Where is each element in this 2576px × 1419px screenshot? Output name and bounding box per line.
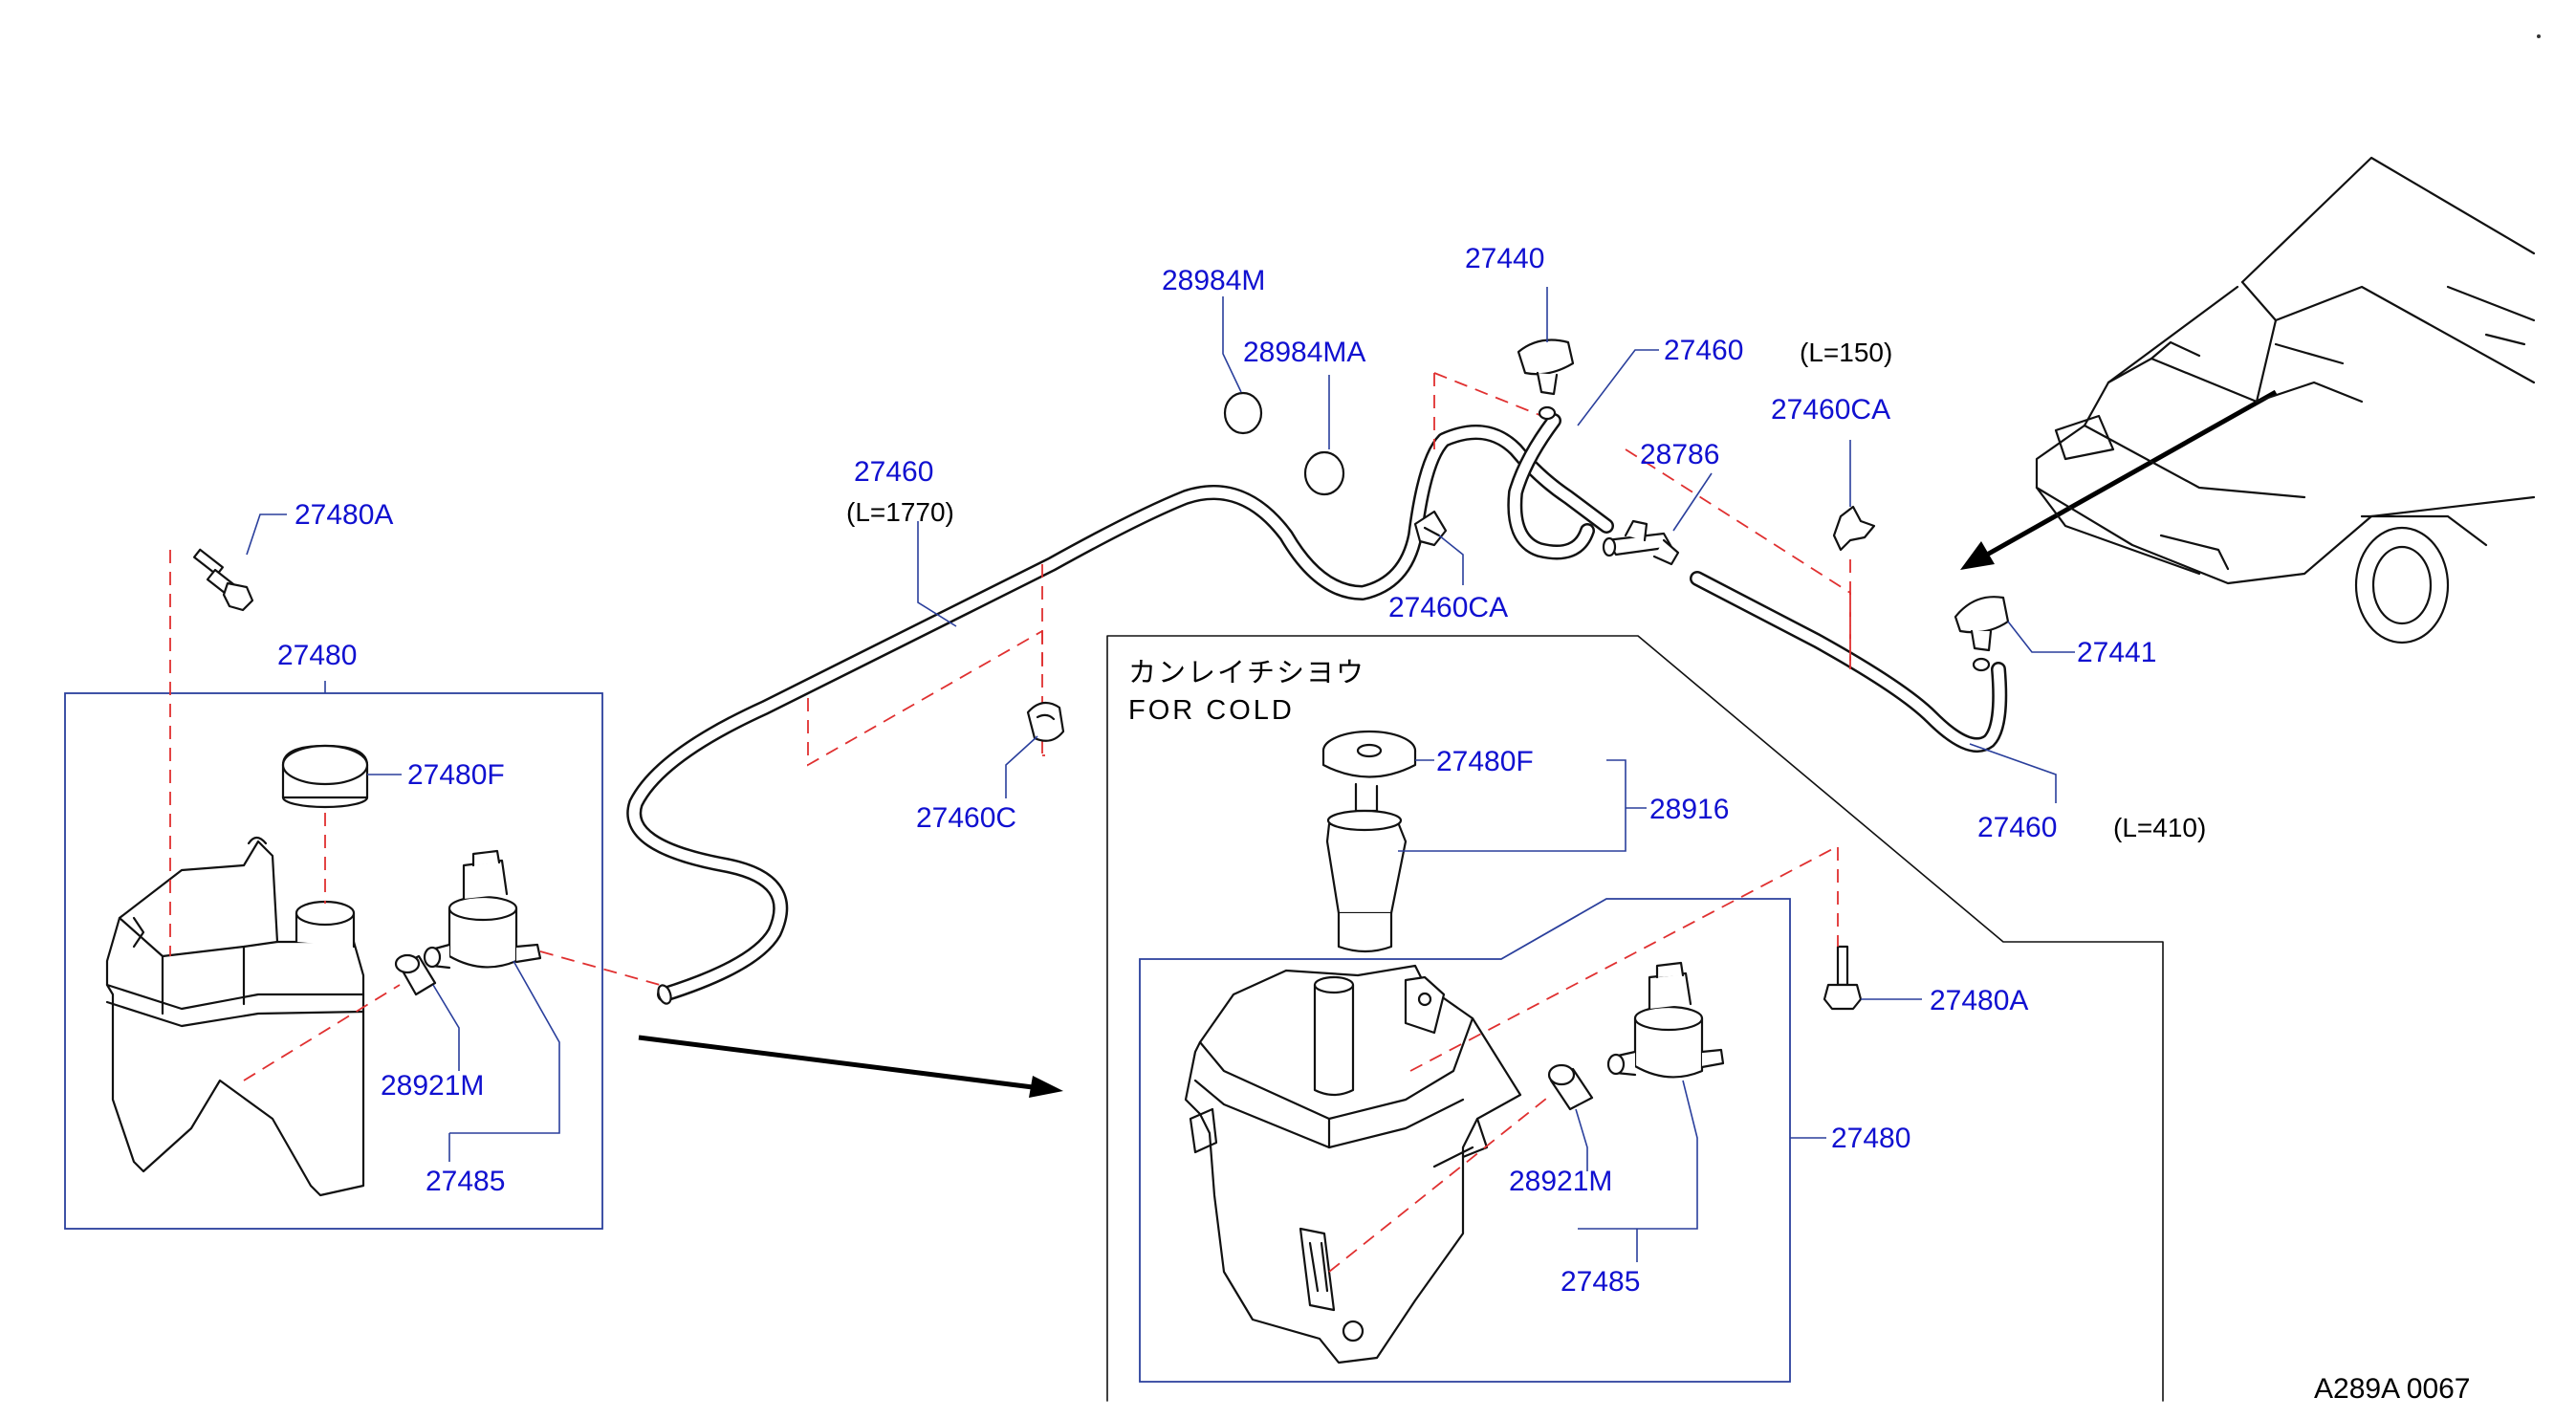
clip-27460CA-right xyxy=(1832,505,1876,552)
bolt-27480A-right xyxy=(1823,945,1863,1011)
plug-28984M xyxy=(1223,391,1263,435)
label-27460CA-mid: 27460CA xyxy=(1388,592,1508,623)
pump-27485-left xyxy=(423,849,542,970)
pump-27485-right xyxy=(1606,961,1725,1079)
label-27460-right-length: (L=410) xyxy=(2113,813,2206,842)
label-28984MA: 28984MA xyxy=(1243,337,1365,368)
label-28921M-right: 28921M xyxy=(1509,1166,1612,1197)
arrow-to-cold-assembly xyxy=(638,1035,1034,1090)
right-assembly-box xyxy=(1139,898,1791,1383)
cold-panel-frame xyxy=(1106,635,2164,1402)
label-27480A-right: 27480A xyxy=(1930,985,2028,1016)
cap-27480F-left xyxy=(281,744,369,809)
vehicle-sketch xyxy=(2035,156,2536,644)
grommet-28921M-left xyxy=(394,953,437,996)
label-27480F-right: 27480F xyxy=(1436,746,1534,777)
label-27460-upper: 27460 xyxy=(1664,335,1743,366)
label-27440: 27440 xyxy=(1465,243,1544,274)
label-cold-japanese: カンレイチシヨウ xyxy=(1128,656,1365,688)
label-27460CA-right: 27460CA xyxy=(1771,394,1890,426)
reservoir-tank-right xyxy=(1184,964,1522,1364)
left-tank-assembly xyxy=(64,513,661,1230)
label-27485-right: 27485 xyxy=(1561,1266,1640,1298)
clip-27460CA-mid xyxy=(1413,510,1448,547)
bolt-27480A-left xyxy=(193,548,254,612)
label-27480F-left: 27480F xyxy=(407,759,505,791)
label-28984M: 28984M xyxy=(1162,265,1265,296)
label-for-cold: FOR COLD xyxy=(1128,695,1295,726)
clip-27460C xyxy=(1026,701,1065,742)
nozzle-27440 xyxy=(1517,338,1575,421)
hose-routing xyxy=(626,287,2075,1005)
cold-variant-panel xyxy=(1106,635,2164,1402)
label-27485-left: 27485 xyxy=(426,1166,505,1197)
label-28786: 28786 xyxy=(1640,439,1719,470)
left-assembly-box xyxy=(64,692,603,1230)
arrow-to-vehicle-nozzle xyxy=(1985,389,2278,557)
label-27480A-left: 27480A xyxy=(295,499,393,531)
nozzle-27441 xyxy=(1954,596,2010,672)
label-27460C: 27460C xyxy=(916,802,1016,834)
drawing-code: A289A 0067 xyxy=(2314,1373,2471,1405)
joint-28786 xyxy=(1602,519,1680,566)
plug-28984MA xyxy=(1303,450,1345,496)
label-27460-main: 27460 xyxy=(854,456,933,488)
grommet-28921M-right xyxy=(1547,1063,1594,1111)
label-27460-upper-length: (L=150) xyxy=(1800,338,1892,367)
part-labels: 27480A 27480 27480F 28921M 27485 27460 (… xyxy=(277,243,2471,1405)
arrow-head-cold xyxy=(1029,1076,1063,1098)
arrow-head-vehicle xyxy=(1960,541,1995,570)
label-27480-left: 27480 xyxy=(277,640,357,671)
reservoir-tank-left xyxy=(105,836,365,1197)
filler-neck-28916 xyxy=(1321,730,1417,953)
corner-mark xyxy=(2537,34,2541,38)
label-27480-right: 27480 xyxy=(1831,1123,1910,1154)
label-27460-right: 27460 xyxy=(1977,812,2057,843)
arrows xyxy=(638,389,2278,1098)
label-28916: 28916 xyxy=(1649,794,1729,825)
label-28921M-left: 28921M xyxy=(381,1070,484,1102)
label-27441: 27441 xyxy=(2077,637,2156,668)
label-27460-main-length: (L=1770) xyxy=(846,497,954,527)
